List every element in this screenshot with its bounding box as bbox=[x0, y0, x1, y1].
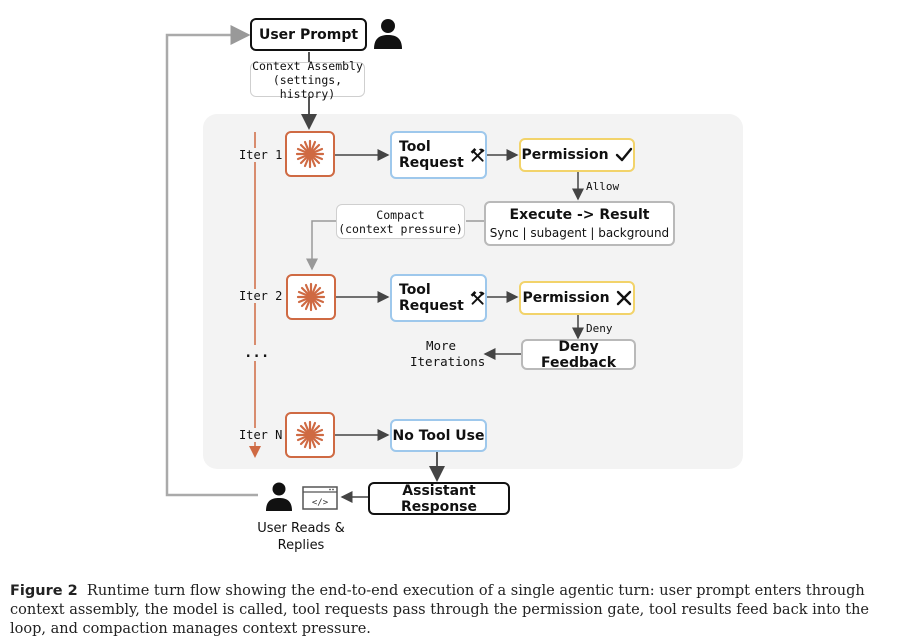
checkmark-icon bbox=[615, 147, 632, 162]
tool-request-box-2: Tool Request bbox=[390, 274, 487, 322]
asterisk-model-icon bbox=[296, 282, 326, 312]
deny-label: Deny bbox=[586, 322, 613, 335]
asterisk-model-icon bbox=[295, 420, 325, 450]
iter-dots-label: ... bbox=[244, 345, 270, 361]
model-box-iter-2 bbox=[286, 274, 336, 320]
permission-box-allow: Permission bbox=[519, 138, 635, 172]
tool-request-box-1: Tool Request bbox=[390, 131, 487, 179]
person-icon bbox=[374, 19, 402, 49]
no-tool-use-box: No Tool Use bbox=[390, 419, 487, 452]
svg-text:</>: </> bbox=[312, 498, 329, 508]
feedback-loop-line bbox=[165, 25, 258, 497]
hammer-pick-icon bbox=[470, 291, 485, 305]
code-window-icon: </> bbox=[302, 486, 338, 510]
user-reads-label: User Reads & Replies bbox=[257, 521, 345, 553]
allow-label: Allow bbox=[586, 180, 620, 193]
execute-box: Execute -> Result Sync | subagent | back… bbox=[484, 201, 675, 246]
iter-n-label: Iter N bbox=[237, 428, 285, 442]
figure-caption: Figure 2 Runtime turn flow showing the e… bbox=[10, 582, 902, 639]
caption-label: Figure 2 bbox=[10, 583, 78, 599]
asterisk-model-icon bbox=[295, 139, 325, 169]
person-icon bbox=[266, 482, 292, 511]
iter-1-label: Iter 1 bbox=[237, 148, 285, 162]
assistant-response-box: Assistant Response bbox=[368, 482, 510, 515]
compact-label: Compact (context pressure) bbox=[336, 204, 465, 239]
context-assembly-label: Context Assembly (settings, history) bbox=[250, 59, 365, 101]
caption-text: Runtime turn flow showing the end-to-end… bbox=[10, 583, 869, 637]
model-box-iter-n bbox=[285, 412, 335, 458]
permission-box-deny: Permission bbox=[519, 281, 635, 315]
deny-feedback-box: Deny Feedback bbox=[521, 339, 636, 371]
iter-2-label: Iter 2 bbox=[237, 289, 285, 303]
more-iterations-label: More Iterations bbox=[410, 338, 486, 369]
user-prompt-box: User Prompt bbox=[250, 18, 367, 51]
model-box-iter-1 bbox=[285, 131, 335, 177]
cross-icon bbox=[616, 290, 631, 306]
hammer-pick-icon bbox=[470, 148, 485, 162]
